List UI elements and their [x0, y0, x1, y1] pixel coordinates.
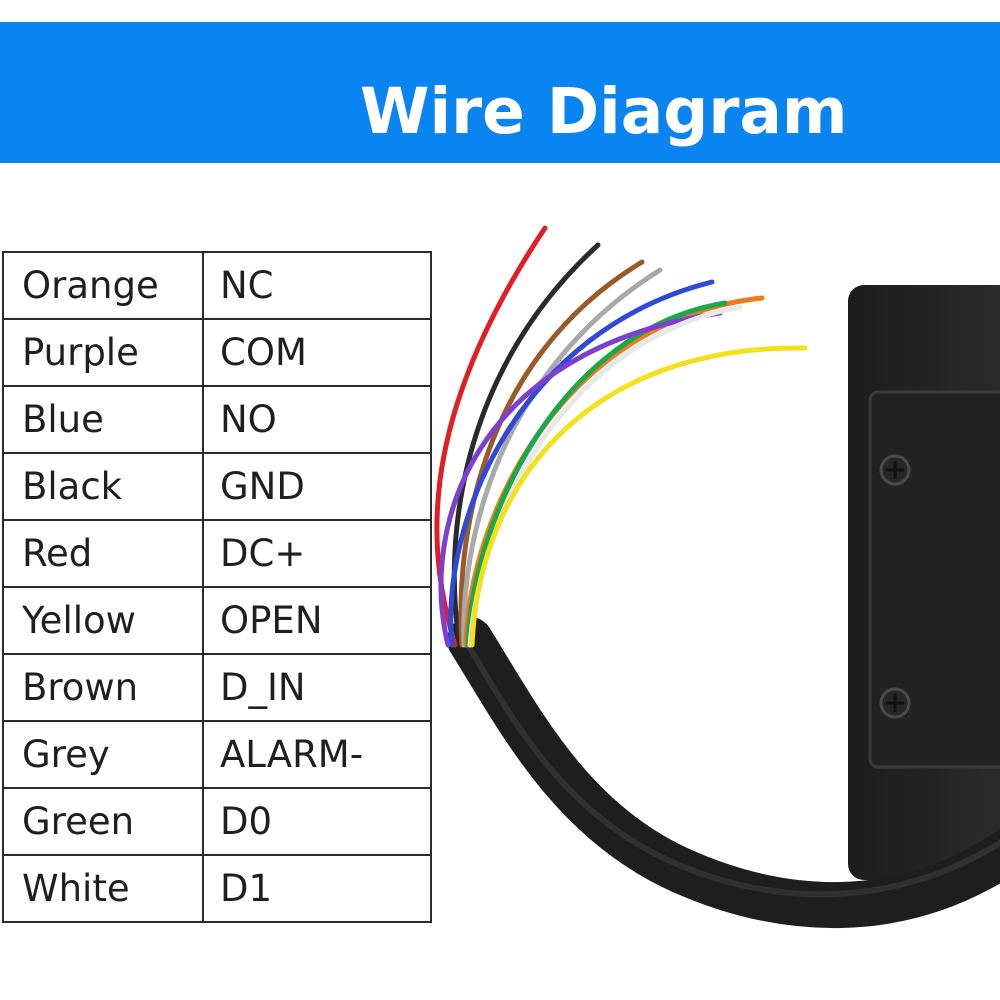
table-row: Yellow OPEN: [2, 586, 432, 655]
wire-signal-cell: ALARM-: [202, 720, 432, 789]
screw-icon: [879, 687, 911, 719]
wire-signal-cell: D1: [202, 854, 432, 923]
wire-color-cell: Grey: [2, 720, 204, 789]
wire-blue: [448, 279, 715, 648]
wire-color-cell: Black: [2, 452, 204, 521]
wire-grey: [461, 267, 663, 648]
wire-color-cell: Green: [2, 787, 204, 856]
reader-device: [848, 285, 1000, 880]
wire-signal-cell: NC: [202, 251, 432, 320]
wire-table: Orange NC Purple COM Blue NO Black GND R…: [2, 251, 432, 923]
wire-brown: [458, 259, 645, 648]
wire-color-cell: Red: [2, 519, 204, 588]
page-title: Wire Diagram: [360, 75, 848, 148]
table-row: Red DC+: [2, 519, 432, 588]
table-row: Brown D_IN: [2, 653, 432, 722]
wire-black: [451, 242, 601, 648]
table-row: Black GND: [2, 452, 432, 521]
wire-purple: [438, 310, 723, 648]
wire-color-cell: Brown: [2, 653, 204, 722]
screw-icon: [879, 454, 911, 486]
device-panel: [868, 390, 1000, 769]
wire-signal-cell: NO: [202, 385, 432, 454]
wire-color-cell: Purple: [2, 318, 204, 387]
wire-signal-cell: DC+: [202, 519, 432, 588]
table-row: Grey ALARM-: [2, 720, 432, 789]
wire-color-cell: Orange: [2, 251, 204, 320]
header-banner: Wire Diagram: [0, 22, 1000, 163]
table-row: White D1: [2, 854, 432, 923]
cable-jacket: [447, 617, 1000, 928]
wire-signal-cell: D_IN: [202, 653, 432, 722]
table-row: Blue NO: [2, 385, 432, 454]
wire-yellow: [469, 345, 808, 648]
table-row: Orange NC: [2, 251, 432, 320]
wire-red: [434, 225, 548, 648]
wire-green: [465, 300, 728, 648]
wire-bundle: [434, 225, 808, 648]
wire-signal-cell: D0: [202, 787, 432, 856]
table-row: Green D0: [2, 787, 432, 856]
wire-color-cell: Blue: [2, 385, 204, 454]
wire-color-cell: Yellow: [2, 586, 204, 655]
wire-signal-cell: GND: [202, 452, 432, 521]
wire-signal-cell: OPEN: [202, 586, 432, 655]
wire-signal-cell: COM: [202, 318, 432, 387]
wire-color-cell: White: [2, 854, 204, 923]
table-row: Purple COM: [2, 318, 432, 387]
